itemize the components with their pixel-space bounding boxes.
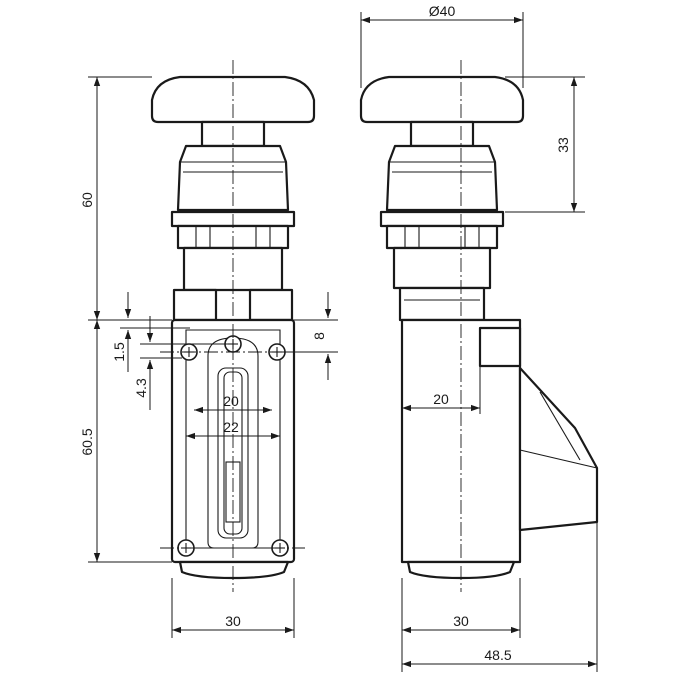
side-stem [409, 120, 475, 148]
dim-width-30-front: 30 [225, 613, 241, 629]
dim-height-60-5: 60.5 [79, 428, 95, 455]
dim-offset-1-5: 1.5 [111, 342, 127, 362]
side-flange [379, 210, 505, 228]
side-connector [478, 326, 522, 368]
side-collar [385, 144, 499, 212]
side-nut [385, 224, 499, 250]
dim-offset-8: 8 [311, 332, 327, 340]
front-actuator-left [172, 288, 218, 322]
dim-width-30-side: 30 [453, 613, 469, 629]
side-view [359, 60, 599, 592]
front-slot-outline [207, 337, 259, 549]
dim-slot-22: 22 [223, 419, 239, 435]
front-view [150, 60, 316, 592]
dim-width-48-5: 48.5 [484, 647, 511, 663]
front-actuator-right [248, 288, 294, 322]
dim-slot-20: 20 [223, 393, 239, 409]
side-mushroom-button [359, 75, 525, 124]
dim-offset-4-3: 4.3 [133, 378, 149, 398]
front-bottom-cap [178, 560, 290, 580]
dimensions: Ø40 33 60 60.5 1.5 4.3 8 [79, 3, 598, 672]
side-neck [392, 246, 492, 290]
dim-height-33: 33 [555, 137, 571, 153]
dim-diameter-40: Ø40 [429, 3, 456, 19]
side-cable-gland [518, 366, 599, 532]
dim-body-20: 20 [433, 391, 449, 407]
dim-height-60: 60 [79, 192, 95, 208]
